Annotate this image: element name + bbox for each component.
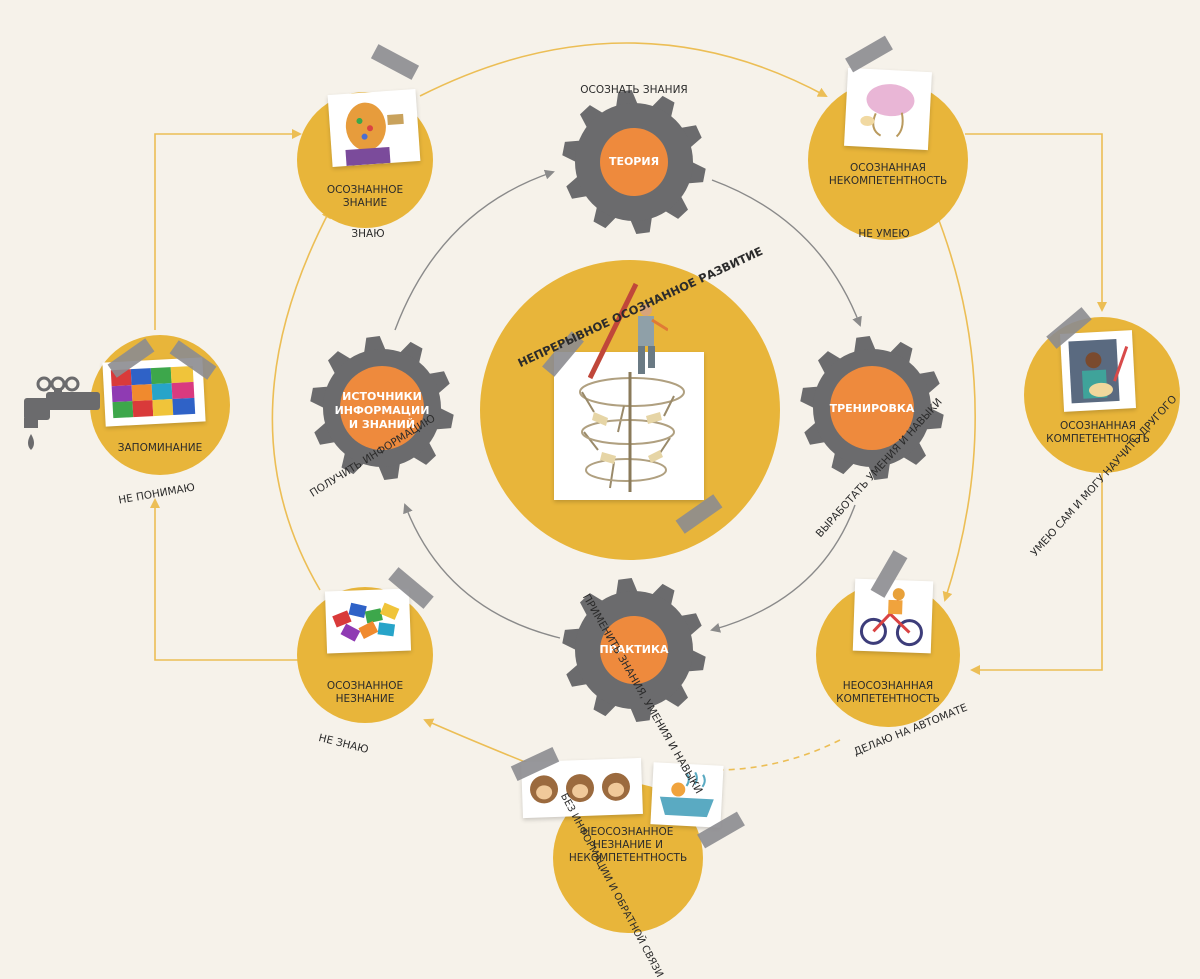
gear-sources-title-line-3: И ЗНАНИЙ [348, 417, 416, 431]
arrow-competence-to-ignorance-dashed [714, 739, 841, 771]
arrow-incompetence-to-competence [965, 133, 1107, 312]
arrow-theory-to-training [711, 179, 862, 327]
title-line: КОМПЕТЕНТНОСТЬ [836, 693, 940, 706]
node-conscious-knowledge-title: ОСОЗНАННОЕ ЗНАНИЕ [300, 184, 430, 210]
staircase-icon [579, 372, 685, 492]
gear-theory-core [600, 128, 668, 196]
arrow-competence-to-unconscious [970, 470, 1103, 675]
title-line: ЗНАНИЕ [342, 197, 388, 210]
node-conscious-incompetence-caption: НЕ УМЕЮ [858, 228, 910, 240]
card-puzzle-memorization [102, 357, 206, 427]
arrow-memorization-to-knowledge [154, 129, 302, 330]
gear-sources-core [340, 366, 424, 450]
title-line: НЕКОМПЕТЕНТНОСТЬ [828, 175, 948, 188]
gear-sources-title: ИСТОЧНИКИ ИНФОРМАЦИИ И ЗНАНИЙ [327, 390, 437, 431]
gear-training-title: ТРЕНИРОВКА [829, 402, 915, 415]
title-line: КОМПЕТЕНТНОСТЬ [1046, 433, 1150, 446]
title-line: ОСОЗНАННАЯ [850, 162, 926, 174]
title-line: НЕОСОЗНАННАЯ [842, 680, 934, 692]
arrow-incompetence-to-unconscious-competence [934, 209, 976, 602]
title-line: НЕКОМПЕТЕНТНОСТЬ [568, 852, 688, 865]
node-conscious-incompetence-title: ОСОЗНАННАЯ НЕКОМПЕТЕНТНОСТЬ [813, 162, 963, 188]
bath-icon [659, 771, 714, 818]
node-conscious-ignorance-title: ОСОЗНАННОЕ НЕЗНАНИЕ [300, 680, 430, 706]
arrow-conscious-ignorance-to-memorization [150, 498, 300, 661]
gear-sources-title-line-1: ИСТОЧНИКИ [342, 390, 422, 403]
title-line: ОСОЗНАННАЯ [1060, 420, 1136, 432]
arrow-training-to-practice [710, 504, 856, 633]
node-unconscious-ignorance-title: НЕОСОЗНАННОЕ НЕЗНАНИЕ И НЕКОМПЕТЕНТНОСТЬ [558, 826, 698, 865]
gear-theory-caption: ОСОЗНАТЬ ЗНАНИЯ [580, 84, 688, 96]
gear-practice-core [600, 616, 668, 684]
node-conscious-competence-title: ОСОЗНАННАЯ КОМПЕТЕНТНОСТЬ [1028, 420, 1168, 446]
title-line: НЕОСОЗНАННОЕ [582, 826, 674, 838]
gear-sources-title-line-2: ИНФОРМАЦИИ [334, 403, 430, 417]
card-staircase [554, 352, 704, 500]
arrow-sources-to-theory [394, 169, 555, 331]
gear-training-core [830, 366, 914, 450]
brain-icon [860, 84, 915, 138]
gear-practice-title: ПРАКТИКА [599, 643, 669, 656]
card-brain [844, 67, 932, 151]
card-bath [650, 762, 724, 828]
title-line: ОСОЗНАННОЕ [326, 184, 404, 196]
head-icon [345, 102, 404, 167]
card-head [327, 89, 421, 167]
node-conscious-knowledge-caption: ЗНАЮ [351, 228, 385, 240]
cyclist-icon [859, 588, 923, 647]
card-monkeys [521, 757, 643, 819]
title-line: НЕЗНАНИЕ И [593, 839, 663, 852]
climber-icon [588, 282, 668, 380]
title-line: ОСОЗНАННОЕ [326, 680, 404, 692]
gear-theory-title: ТЕОРИЯ [608, 155, 660, 168]
card-cyclist [852, 578, 934, 654]
card-painter [1060, 330, 1136, 412]
arrow-knowledge-to-incompetence [419, 42, 828, 97]
card-puzzle-ignorance [324, 588, 412, 654]
arrow-conscious-ignorance-to-knowledge [271, 208, 331, 591]
arrow-practice-to-sources [403, 503, 561, 639]
title-line: НЕЗНАНИЕ [335, 693, 395, 706]
faucet-icon [24, 376, 100, 450]
painter-icon [1068, 338, 1129, 404]
monkeys-icon [530, 772, 630, 804]
node-memorization-title: ЗАПОМИНАНИЕ [117, 442, 203, 454]
puzzle-icon [110, 365, 196, 419]
node-unconscious-competence-title: НЕОСОЗНАННАЯ КОМПЕТЕНТНОСТЬ [818, 680, 958, 706]
diagram-canvas: ТЕОРИЯ ТРЕНИРОВКА ПРАКТИКА ИСТОЧНИКИ ИНФ… [24, 35, 1180, 979]
puzzle-pile-icon [332, 602, 400, 642]
